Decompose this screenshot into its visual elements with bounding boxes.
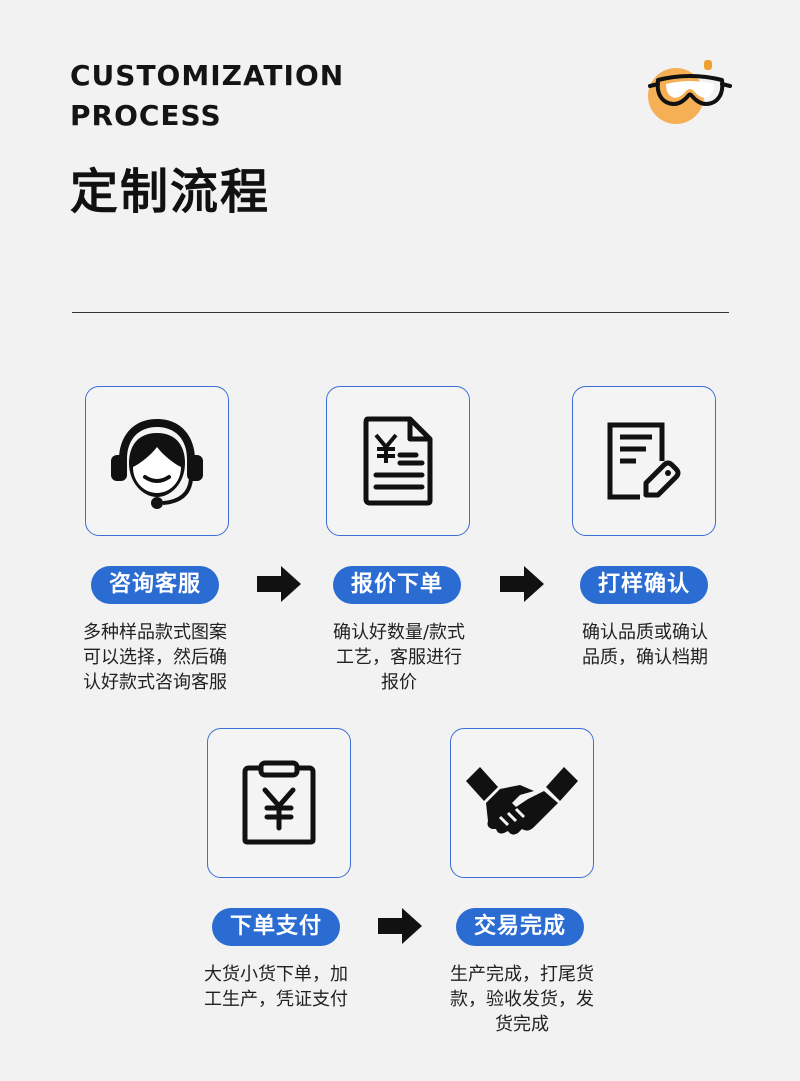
desc-line: 可以选择，然后确 bbox=[83, 647, 227, 668]
handshake-deal-icon bbox=[466, 767, 578, 835]
english-title-line1: CUSTOMIZATION bbox=[70, 59, 345, 92]
step-desc-payment: 大货小货下单，加 工生产，凭证支付 bbox=[186, 962, 366, 1012]
step-card-sample bbox=[572, 386, 716, 536]
step-card-payment bbox=[207, 728, 351, 878]
desc-line: 多种样品款式图案 bbox=[83, 622, 227, 643]
chinese-title: 定制流程 bbox=[70, 164, 271, 220]
step-desc-consult: 多种样品款式图案 可以选择，然后确 认好款式咨询客服 bbox=[65, 620, 245, 695]
desc-line: 工艺，客服进行 bbox=[336, 647, 462, 668]
step-label-consult: 咨询客服 bbox=[91, 566, 219, 604]
step-label-complete: 交易完成 bbox=[456, 908, 584, 946]
step-label-quote: 报价下单 bbox=[333, 566, 461, 604]
desc-line: 确认品质或确认 bbox=[582, 622, 708, 643]
sample-confirm-edit-icon bbox=[607, 422, 681, 500]
english-title-line2: PROCESS bbox=[70, 99, 222, 132]
customer-service-headset-icon bbox=[111, 419, 203, 509]
desc-line: 报价 bbox=[381, 672, 417, 693]
desc-line: 生产完成，打尾货 bbox=[450, 964, 594, 985]
price-quote-document-icon bbox=[363, 416, 433, 506]
desc-line: 品质，确认档期 bbox=[582, 647, 708, 668]
desc-line: 认好款式咨询客服 bbox=[83, 672, 227, 693]
header-divider bbox=[72, 312, 729, 313]
desc-line: 货完成 bbox=[495, 1014, 549, 1035]
step-desc-complete: 生产完成，打尾货 款，验收发货，发 货完成 bbox=[432, 962, 612, 1037]
step-card-quote bbox=[326, 386, 470, 536]
arrow-right-icon bbox=[378, 908, 422, 944]
payment-clipboard-yen-icon bbox=[242, 760, 316, 845]
step-label-sample: 打样确认 bbox=[580, 566, 708, 604]
desc-line: 款，验收发货，发 bbox=[450, 989, 594, 1010]
step-label-payment: 下单支付 bbox=[212, 908, 340, 946]
goggles-logo-icon bbox=[648, 60, 732, 124]
desc-line: 确认好数量/款式 bbox=[332, 622, 466, 643]
desc-line: 大货小货下单，加 bbox=[204, 964, 348, 985]
arrow-right-icon bbox=[500, 566, 544, 602]
step-card-consult bbox=[85, 386, 229, 536]
step-desc-quote: 确认好数量/款式 工艺，客服进行 报价 bbox=[309, 620, 489, 695]
arrow-right-icon bbox=[257, 566, 301, 602]
step-card-complete bbox=[450, 728, 594, 878]
step-desc-sample: 确认品质或确认 品质，确认档期 bbox=[555, 620, 735, 670]
english-title: CUSTOMIZATION PROCESS bbox=[70, 56, 390, 136]
desc-line: 工生产，凭证支付 bbox=[204, 989, 348, 1010]
